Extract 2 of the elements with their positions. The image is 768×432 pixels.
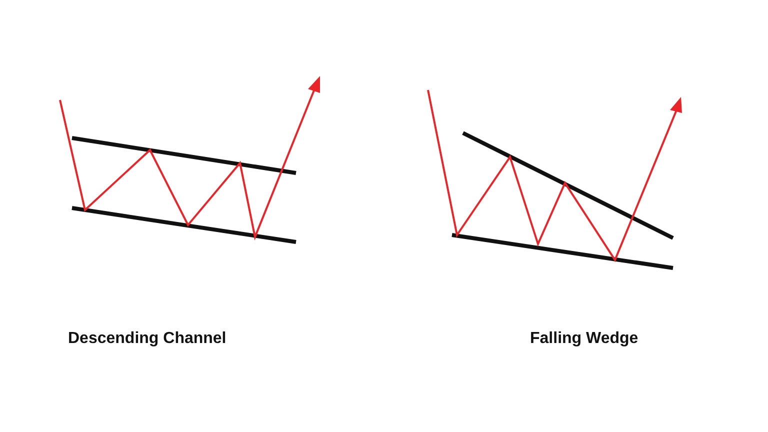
- pattern-caption: Falling Wedge: [530, 330, 638, 348]
- pattern-caption: Descending Channel: [68, 330, 226, 348]
